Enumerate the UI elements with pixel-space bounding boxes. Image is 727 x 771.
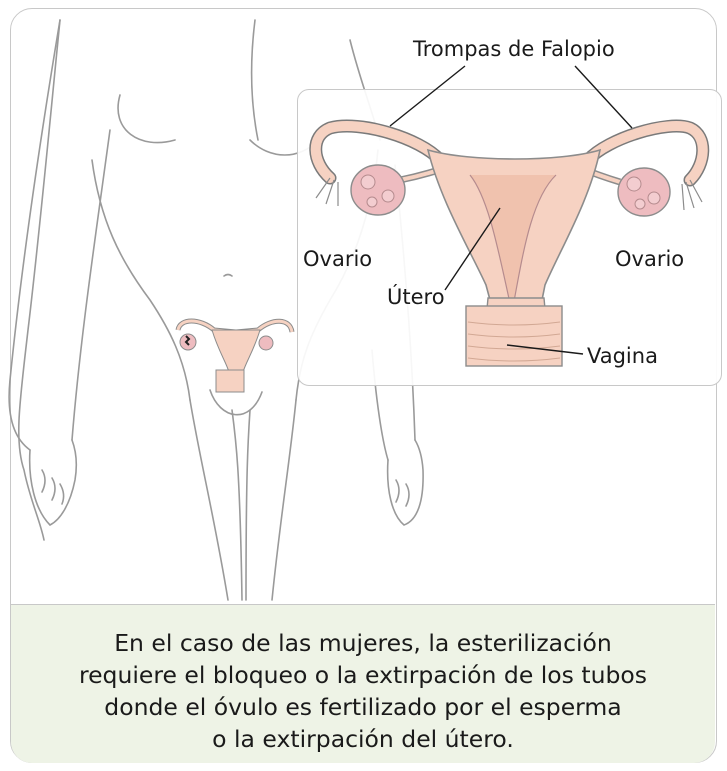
caption-text: En el caso de las mujeres, la esteriliza…: [11, 627, 715, 755]
small-uterus-icon: [175, 318, 295, 393]
label-uterus: Útero: [387, 285, 445, 309]
label-ovary-left: Ovario: [303, 247, 373, 271]
ovary-left-shape: [350, 164, 406, 216]
label-fallopian-tubes: Trompas de Falopio: [413, 37, 615, 61]
caption-line: o la extirpación del útero.: [212, 725, 514, 753]
label-ovary-right: Ovario: [615, 247, 685, 271]
caption-line: En el caso de las mujeres, la esteriliza…: [114, 629, 612, 657]
caption-panel: En el caso de las mujeres, la esteriliza…: [11, 604, 715, 763]
label-vagina: Vagina: [587, 344, 658, 368]
caption-line: donde el óvulo es fertilizado por el esp…: [104, 693, 622, 721]
caption-line: requiere el bloqueo o la extirpación de …: [78, 661, 648, 689]
ovary-right-shape: [617, 167, 671, 217]
